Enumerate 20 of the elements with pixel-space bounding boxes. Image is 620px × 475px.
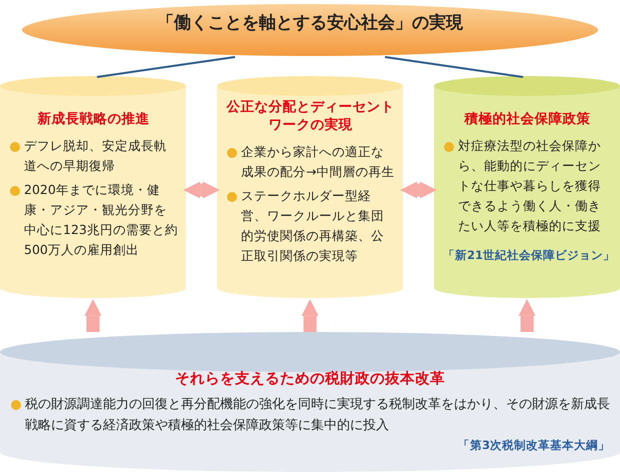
block-arrow [183,182,220,198]
bullet-item: 企業から家計への適正な成果の配分→中間層の再生 [226,142,395,182]
bullet-item: 2020年までに環境・健康・アジア・観光分野を中心に123兆円の需要と約500万人の雇用創出 [9,180,178,260]
title-text: 「働くことを軸とする安心社会」の実現 [157,12,463,34]
heading: 公正な分配とディーセントワークの実現 [226,98,395,134]
bullet-item: 税の財源調達能力の回復と再分配機能の強化を同時に実現する税制改革をはかり、その財源を新成長戦略に資する経済政策や積極的社会保障政策等に集中的に投入 [10,394,610,436]
heading: 新成長戦略の推進 [36,110,150,128]
source-note: 「第3次税制改革基本大綱」 [456,438,610,453]
bullet-item: デフレ脱却、安定成長軌道への早期復帰 [9,136,178,176]
block-arrow [302,299,318,332]
block-arrow [84,299,102,332]
heading: それらを支えるための税財政の抜本改革 [174,370,446,388]
bullet-item: 対症療法型の社会保障から、能動的にディーセントな仕事や暮らしを獲得できるよう働く人・働きたい人等を積極的に支援 [443,136,612,236]
source-note: 「新21世紀社会保障ビジョン」 [443,248,612,263]
heading: 積極的社会保障政策 [463,110,592,128]
connector-line [384,56,524,78]
bullet-item: ステークホルダー型経営、ワークルールと集団的労使関係の再構築、公正取引関係の実現等 [226,186,395,266]
block-arrow [400,182,437,198]
connector-line [96,56,236,78]
block-arrow [518,299,536,332]
